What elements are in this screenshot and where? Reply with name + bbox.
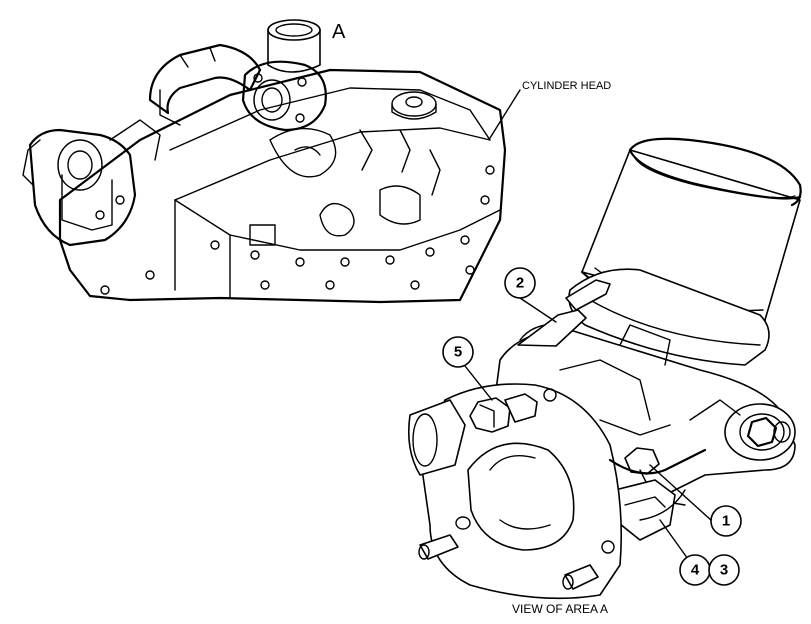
callout-5-number: 5 bbox=[454, 344, 462, 361]
callout-2-number: 2 bbox=[516, 275, 524, 292]
callout-4: 4 bbox=[679, 554, 711, 586]
cylinder-head-label: CYLINDER HEAD bbox=[522, 80, 611, 92]
engine-overview bbox=[22, 19, 521, 304]
view-caption: VIEW OF AREA A bbox=[512, 602, 608, 616]
throttle-body-detail bbox=[407, 137, 802, 600]
callout-1: 1 bbox=[710, 505, 742, 537]
cylinder-head-leader bbox=[489, 89, 521, 139]
area-a-marker: A bbox=[332, 21, 346, 43]
callout-4-number: 4 bbox=[691, 562, 700, 579]
callout-2: 2 bbox=[504, 267, 536, 299]
callout-5: 5 bbox=[442, 336, 474, 368]
callout-3-number: 3 bbox=[720, 562, 728, 579]
throttle-body-on-engine bbox=[241, 19, 327, 132]
callout-1-number: 1 bbox=[722, 513, 730, 530]
bolt-5 bbox=[469, 393, 538, 433]
callout-3: 3 bbox=[708, 554, 740, 586]
